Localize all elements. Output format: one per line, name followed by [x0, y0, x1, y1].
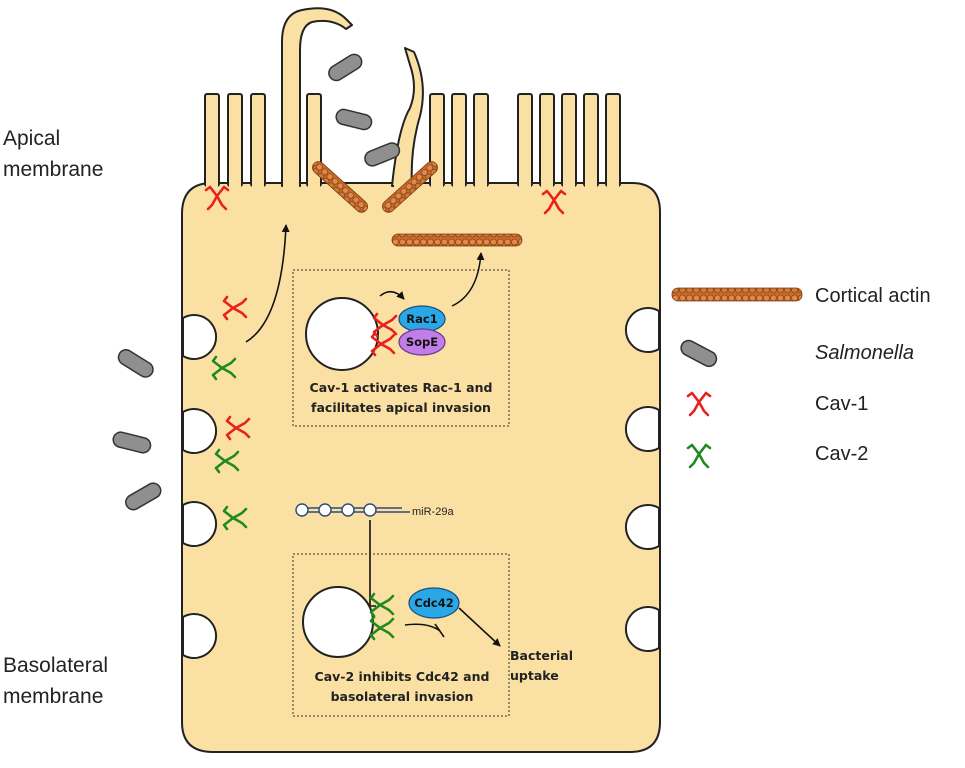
- mir-29a: [295, 503, 410, 517]
- salmonella-bacteria: [112, 53, 401, 511]
- arrow-cdc42-to-uptake: [458, 607, 501, 647]
- arrow-rac1-to-actin: [451, 252, 485, 307]
- membrane-ruffle: [281, 7, 353, 187]
- cdc42-label: Cdc42: [414, 596, 454, 610]
- microvilli-right: [429, 93, 621, 187]
- legend-salmonella: Salmonella: [815, 342, 914, 364]
- cdc42-protein: [408, 587, 460, 619]
- arrow-cav1-to-rac1: [379, 290, 405, 300]
- legend-cav1-swatch: [686, 391, 712, 417]
- actin-filament-horizontal: [391, 233, 523, 247]
- legend-cav1: Cav-1: [815, 393, 868, 415]
- legend-cav2-swatch: [686, 443, 712, 469]
- legend: Cortical actin Salmonella Cav-1 Cav-2: [671, 285, 931, 469]
- uptake-label-1: Bacterial: [510, 648, 573, 663]
- membrane-ruffle-right: [391, 47, 424, 187]
- box-top-caption-2: facilitates apical invasion: [311, 400, 491, 415]
- apical-label-1: Apical: [3, 127, 60, 150]
- legend-cortical-actin: Cortical actin: [815, 285, 931, 307]
- microvilli-left: [204, 93, 322, 187]
- basolateral-pockets-left: [182, 314, 218, 659]
- basolateral-pockets-right: [624, 307, 660, 652]
- sope-protein: [398, 328, 446, 356]
- cell-body: [181, 182, 661, 753]
- basolateral-label-2: membrane: [3, 685, 103, 708]
- actin-filament-left: [312, 161, 368, 213]
- legend-cav2: Cav-2: [815, 443, 868, 465]
- cav2-inhibits-cdc42: [404, 623, 445, 638]
- box-cav1-rac1: Rac1 SopE Cav-1 activates Rac-1 and faci…: [292, 252, 510, 427]
- cortical-actin: [312, 161, 523, 247]
- legend-salmonella-swatch: [680, 339, 718, 368]
- box-bottom-caption-1: Cav-2 inhibits Cdc42 and: [315, 669, 490, 684]
- apical-label-2: membrane: [3, 158, 103, 181]
- mir-29a-label: miR-29a: [412, 506, 454, 518]
- box-cav2-cdc42: Cdc42 Cav-2 inhibits Cdc42 and basolater…: [292, 553, 510, 717]
- legend-actin-swatch: [671, 287, 803, 302]
- sope-label: SopE: [406, 335, 438, 349]
- actin-filament-right: [382, 161, 438, 213]
- arrow-apical-transport: [245, 224, 290, 343]
- uptake-label-2: uptake: [510, 668, 559, 683]
- box-top-caption-1: Cav-1 activates Rac-1 and: [310, 380, 493, 395]
- rac1-label: Rac1: [406, 312, 437, 326]
- basolateral-label-1: Basolateral: [3, 654, 108, 677]
- box-bottom-caption-2: basolateral invasion: [331, 689, 474, 704]
